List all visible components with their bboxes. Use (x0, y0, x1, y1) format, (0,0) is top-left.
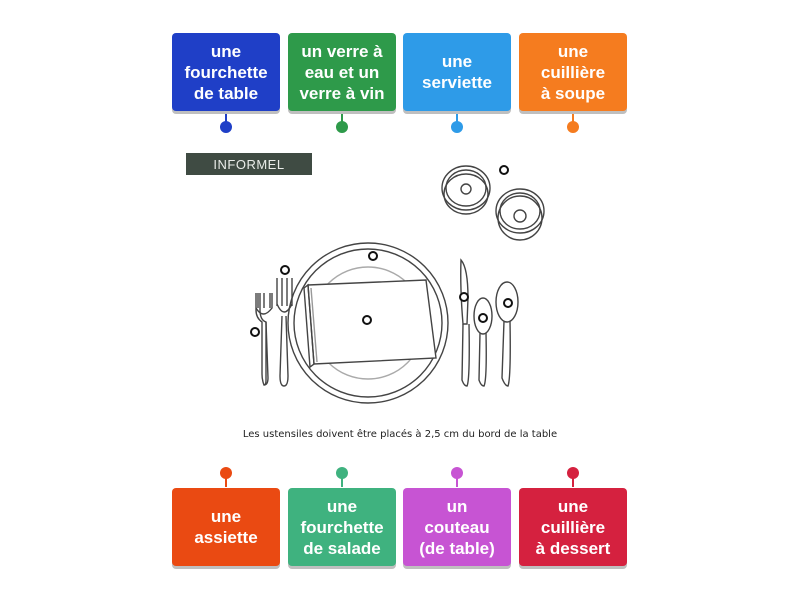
label-text: une fourchette de table (184, 41, 268, 103)
pin-dot (220, 121, 232, 133)
label-card-cuilliere-a-dessert[interactable]: une cuillière à dessert (519, 488, 627, 566)
hotspot-salad-fork[interactable] (250, 327, 260, 337)
pin-dot (567, 121, 579, 133)
pin-dot (336, 467, 348, 479)
pin-stem (456, 114, 458, 124)
label-text: un couteau (de table) (419, 496, 495, 558)
dinner-fork-icon (276, 278, 293, 387)
pin-dot (451, 467, 463, 479)
pin-stem (572, 114, 574, 124)
label-card-serviette[interactable]: une serviette (403, 33, 511, 111)
informel-badge: INFORMEL (186, 153, 312, 175)
pin-stem (341, 477, 343, 487)
hotspot-napkin[interactable] (362, 315, 372, 325)
pin-dot (220, 467, 232, 479)
hotspot-dinner-fork[interactable] (280, 265, 290, 275)
label-card-assiette[interactable]: une assiette (172, 488, 280, 566)
label-card-fourchette-de-salade[interactable]: une fourchette de salade (288, 488, 396, 566)
label-text: une serviette (422, 52, 492, 92)
pin-dot (567, 467, 579, 479)
soup-spoon-icon (495, 281, 519, 387)
hotspot-plate[interactable] (368, 251, 378, 261)
hotspot-dessert-spoon[interactable] (478, 313, 488, 323)
salad-fork-icon (255, 293, 273, 386)
label-card-couteau[interactable]: un couteau (de table) (403, 488, 511, 566)
label-card-verres[interactable]: un verre à eau et un verre à vin (288, 33, 396, 111)
label-text: une fourchette de salade (300, 496, 384, 558)
pin-dot (336, 121, 348, 133)
label-text: une cuillière à soupe (540, 41, 606, 103)
label-card-cuilliere-a-soupe[interactable]: une cuillière à soupe (519, 33, 627, 111)
hotspot-glasses[interactable] (499, 165, 509, 175)
napkin-icon (303, 279, 437, 369)
pin-stem (456, 477, 458, 487)
label-text: un verre à eau et un verre à vin (299, 41, 385, 103)
label-card-fourchette-de-table[interactable]: une fourchette de table (172, 33, 280, 111)
hotspot-knife[interactable] (459, 292, 469, 302)
image-caption: Les ustensiles doivent être placés à 2,5… (242, 429, 558, 440)
glass-icon (495, 188, 545, 241)
label-text: une assiette (194, 507, 258, 547)
pin-stem (572, 477, 574, 487)
hotspot-soup-spoon[interactable] (503, 298, 513, 308)
pin-stem (341, 114, 343, 124)
pin-stem (225, 114, 227, 124)
pin-dot (451, 121, 463, 133)
label-text: une cuillière à dessert (535, 496, 611, 558)
pin-stem (225, 477, 227, 487)
knife-icon (460, 258, 470, 387)
table-setting-image (255, 165, 545, 404)
dessert-spoon-icon (473, 297, 493, 387)
glass-icon (441, 165, 491, 215)
